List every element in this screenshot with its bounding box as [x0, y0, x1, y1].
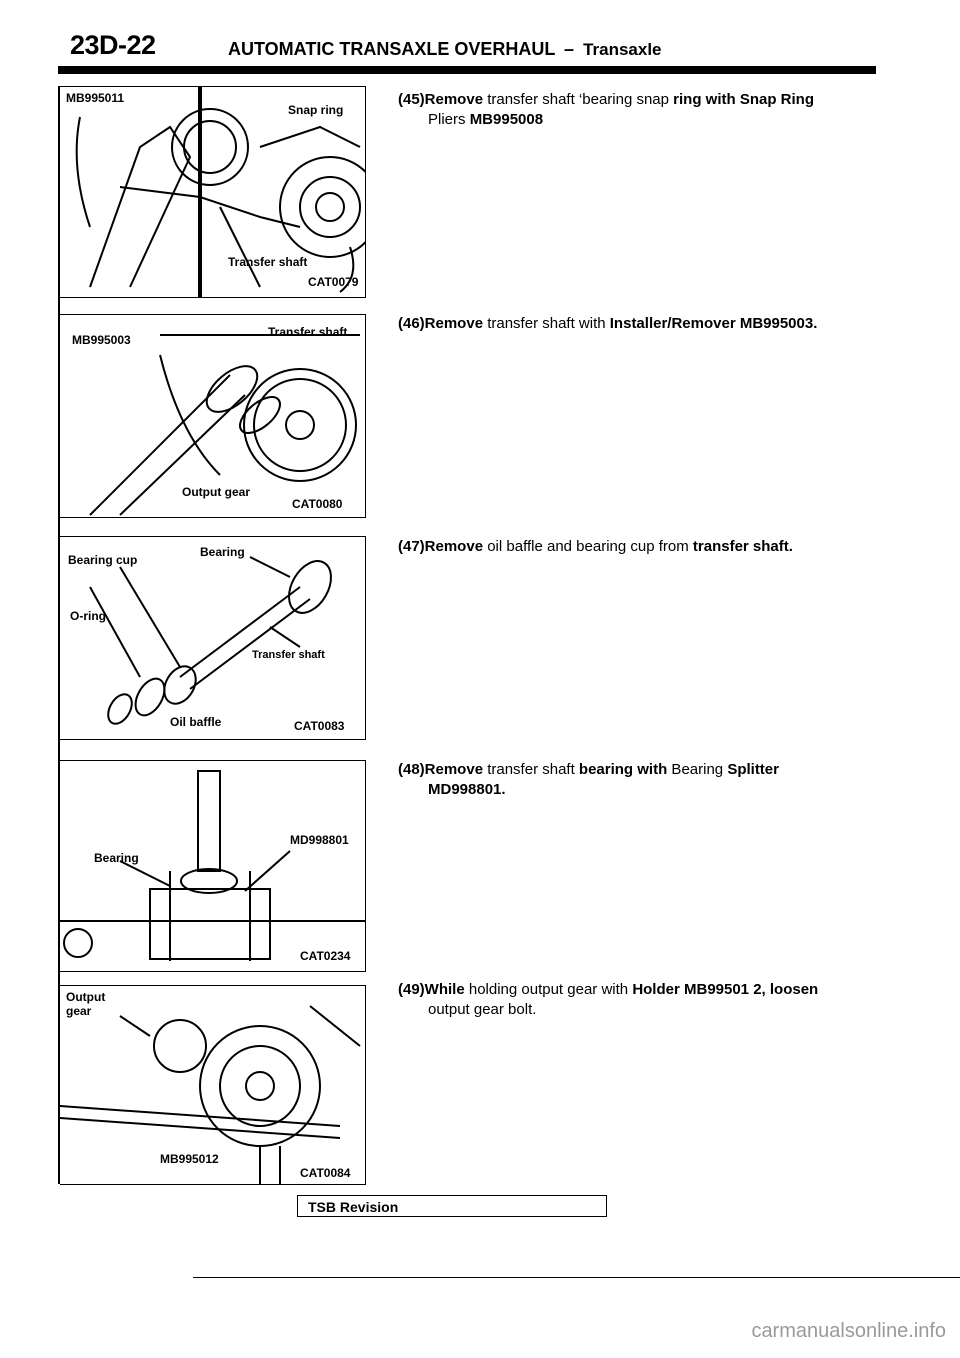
step-text: transfer shaft ‘bearing snap — [483, 91, 674, 108]
step-text: transfer shaft — [483, 761, 579, 778]
figure-3-drawing — [89, 556, 332, 725]
label-gear: gear — [66, 1004, 92, 1018]
step-text-line2-bold: MD998801. — [428, 781, 506, 798]
label-transfer-shaft: Transfer shaft — [268, 325, 348, 339]
step-45: (45)Remove transfer shaft ‘bearing snap … — [398, 90, 878, 130]
figure-cat0080: MB995003 Transfer shaft Output gear CAT0… — [60, 314, 366, 518]
step-text-2: Bearing — [667, 761, 728, 778]
figure-cat0234: MD998801 Bearing CAT0234 — [60, 760, 366, 972]
step-text-bold: Holder MB99501 2, loosen — [632, 981, 819, 998]
step-text-line2: output gear bolt. — [428, 1001, 537, 1018]
step-49: (49)While holding output gear with Holde… — [398, 980, 878, 1020]
label-tool: MD998801 — [290, 833, 349, 847]
step-text-bold: Installer/Remover MB995003. — [609, 315, 818, 332]
label-transfer-shaft: Transfer shaft — [252, 649, 325, 661]
figure-code: CAT0083 — [294, 719, 345, 733]
page-title: AUTOMATIC TRANSAXLE OVERHAUL – Transaxle — [228, 39, 662, 60]
bottom-rule — [193, 1277, 960, 1278]
figure-5-drawing — [60, 1005, 361, 1184]
label-oil-baffle: Oil baffle — [170, 715, 222, 729]
header-rule — [58, 66, 876, 74]
watermark: carmanualsonline.info — [751, 1320, 946, 1342]
step-number: (48)Remove — [398, 761, 484, 778]
label-o-ring: O-ring — [70, 609, 106, 623]
page-title-main: AUTOMATIC TRANSAXLE OVERHAUL — [228, 39, 556, 59]
label-tool: MB995011 — [66, 91, 125, 105]
figure-cat0083: Bearing cup Bearing O-ring Transfer shaf… — [60, 536, 366, 740]
frame-left-rule — [58, 86, 60, 1184]
label-transfer-shaft: Transfer shaft — [228, 255, 308, 269]
tsb-revision-box: TSB Revision — [297, 1195, 607, 1217]
figure-code: CAT0079 — [308, 275, 359, 289]
label-snap-ring: Snap ring — [288, 103, 344, 117]
label-bearing: Bearing — [200, 545, 245, 559]
label-bearing: Bearing — [94, 851, 139, 865]
figure-2-drawing — [89, 334, 360, 516]
step-number: (45)Remove — [398, 91, 484, 108]
figure-code: CAT0234 — [300, 949, 351, 963]
step-number: (49)While — [398, 981, 465, 998]
step-number: (46)Remove — [398, 315, 484, 332]
figure-code: CAT0080 — [292, 497, 343, 511]
step-text: oil baffle and bearing cup from — [483, 538, 693, 555]
label-bearing-cup: Bearing cup — [68, 553, 138, 567]
step-text-bold: bearing with — [578, 761, 668, 778]
figure-cat0079: MB995011 Snap ring Transfer shaft CAT007… — [60, 86, 366, 298]
step-47: (47)Remove oil baffle and bearing cup fr… — [398, 537, 878, 557]
figure-4-drawing — [60, 770, 365, 961]
step-text: holding output gear with — [464, 981, 633, 998]
label-tool: MB995012 — [160, 1152, 219, 1166]
step-text-bold: transfer shaft. — [692, 538, 793, 555]
figure-cat0084: Output gear MB995012 CAT0084 — [60, 985, 366, 1185]
label-output-gear: Output gear — [182, 485, 250, 499]
figure-code: CAT0084 — [300, 1166, 351, 1180]
step-text: transfer shaft with — [483, 315, 610, 332]
page-subtitle: Transaxle — [583, 40, 662, 59]
step-text-bold-2: Splitter — [727, 761, 779, 778]
label-output: Output — [66, 990, 106, 1004]
label-tool: MB995003 — [72, 333, 131, 347]
step-text-line2: Pliers — [428, 111, 470, 128]
step-46: (46)Remove transfer shaft with Installer… — [398, 314, 878, 334]
step-48: (48)Remove transfer shaft bearing with B… — [398, 760, 878, 800]
section-code: 23D-22 — [70, 30, 156, 60]
step-number: (47)Remove — [398, 538, 484, 555]
title-dash: – — [564, 39, 575, 59]
step-text-line2-bold: MB995008 — [469, 111, 544, 128]
step-text-bold: ring with Snap Ring — [673, 91, 814, 108]
figure-1-drawing — [75, 87, 365, 297]
